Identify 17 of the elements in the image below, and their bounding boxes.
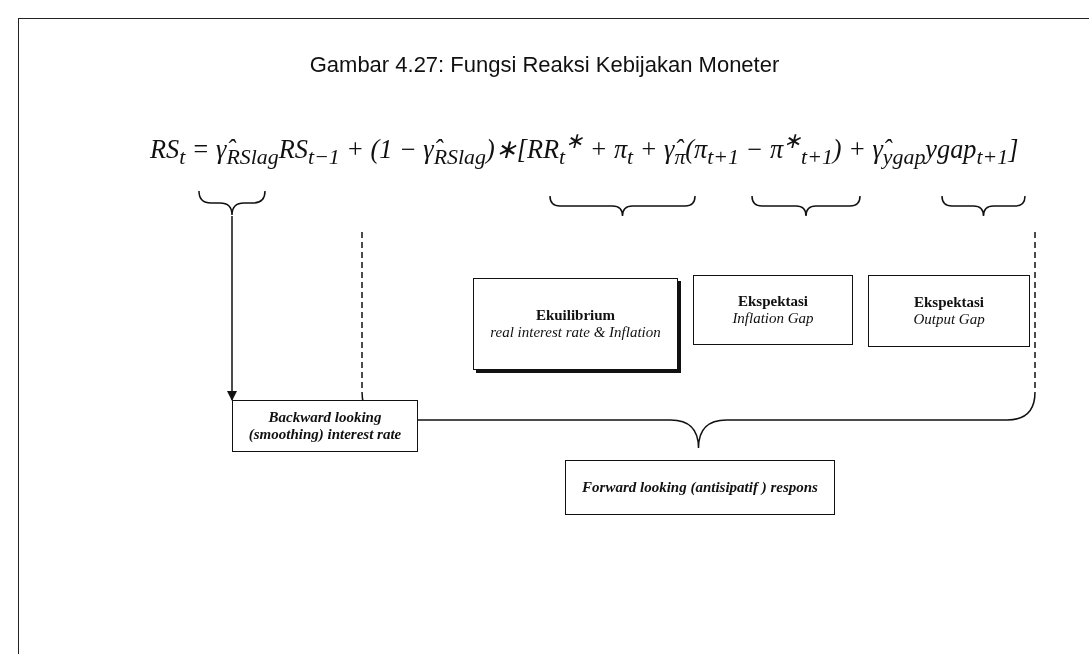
annotation-box xyxy=(868,275,1030,347)
annotation-box xyxy=(232,400,418,452)
box-heading: Ekuilibrium xyxy=(534,307,617,324)
box-text: Inflation Gap xyxy=(731,310,815,327)
arrow xyxy=(227,215,237,401)
box-text: real interest rate & Inflation xyxy=(489,324,662,341)
annotation-box xyxy=(693,275,853,345)
annotation-box xyxy=(473,278,678,370)
box-text: Forward looking (antisipatif ) respons xyxy=(581,479,819,496)
annotation-box xyxy=(565,460,835,515)
equation: RS$_{t}$ = γ̂$_{RSlag}$RS$_{t−1}$ + (1 − γ̂$_{RSlag}$)∗[RR$_{t}$$^{∗}$ + π$_{t}$ + γ̂$_{π}$(π$_{t+1}$ − π$^{∗}$$_{t+1}$) + γ̂$_{ygap}$ygap$_{t+1}$] xyxy=(150,128,1019,171)
box-heading: Ekspektasi xyxy=(737,293,809,310)
box-text: Output Gap xyxy=(912,311,986,328)
figure-title: Gambar 4.27: Fungsi Reaksi Kebijakan Moneter xyxy=(308,52,781,78)
box-heading: Ekspektasi xyxy=(913,294,985,311)
brace xyxy=(198,190,266,216)
box-text: Backward looking (smoothing) interest rate xyxy=(247,409,403,443)
